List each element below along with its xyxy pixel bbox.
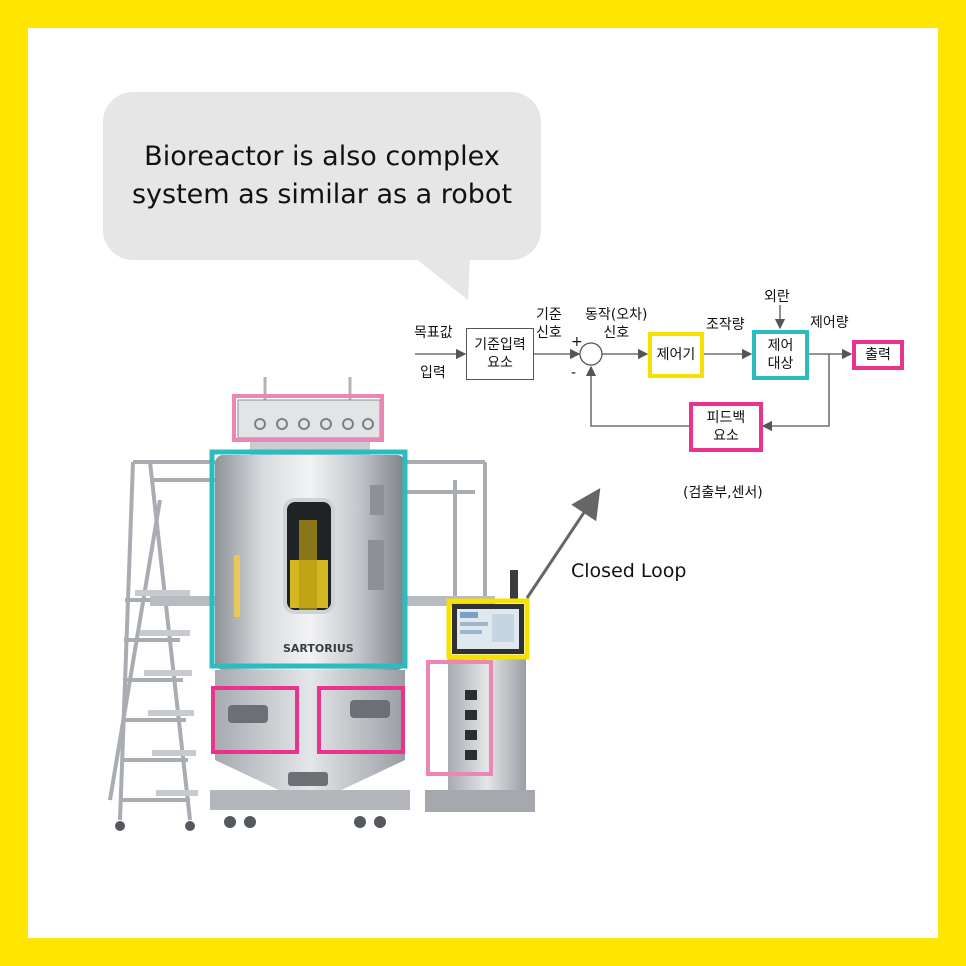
highlight-cabinet-sensors <box>426 660 493 776</box>
highlight-top-manifold <box>232 394 384 442</box>
closed-loop-label: Closed Loop <box>571 560 687 582</box>
target-value-label: 목표값 <box>414 325 453 341</box>
bubble-line-1: Bioreactor is also complex <box>144 141 500 172</box>
input-label: 입력 <box>420 365 446 381</box>
left-stairs-treads <box>135 590 198 796</box>
skid-frame <box>210 790 410 810</box>
closed-loop-pointer <box>525 488 601 599</box>
feedback-path-out <box>585 365 689 427</box>
plant-label: 제어 대상 <box>767 338 794 372</box>
controller-box: 제어기 <box>648 332 704 378</box>
brand-logo: SARTORIUS <box>283 642 354 655</box>
feedback-element-label: 피드백 요소 <box>706 410 746 444</box>
side-ports <box>368 485 384 590</box>
highlight-vessel <box>209 449 408 669</box>
controller-label: 제어기 <box>656 347 696 363</box>
highlight-valve-right <box>317 686 405 754</box>
plus-sign: + <box>571 334 583 350</box>
output-box: 출력 <box>852 340 904 370</box>
feedback-note-label: (검출부,센서) <box>683 485 763 501</box>
control-cabinet-base <box>425 790 535 812</box>
plant-box: 제어 대상 <box>752 330 809 380</box>
status-light-tower <box>510 570 518 600</box>
disturbance-label: 외란 <box>764 289 790 305</box>
bottom-valves <box>228 700 390 786</box>
level-indicator <box>234 555 240 617</box>
minus-sign: - <box>571 365 577 381</box>
casters <box>115 816 386 831</box>
cabinet-connectors <box>465 690 477 760</box>
left-staircase <box>108 460 215 821</box>
controlled-variable-label: 제어량 <box>810 315 849 331</box>
top-manifold <box>237 377 381 456</box>
bubble-line-2: system as similar as a robot <box>131 179 513 210</box>
control-cabinet <box>448 655 526 803</box>
right-platform-rail <box>405 460 490 602</box>
actuating-signal-label: 동작(오차) 신호 <box>585 307 648 341</box>
feedback-element-box: 피드백 요소 <box>689 402 763 452</box>
hmi-screen-content <box>460 612 514 642</box>
ref-input-element-box: 기준입력 요소 <box>466 328 534 380</box>
speech-bubble: Bioreactor is also complex system as sim… <box>103 92 541 260</box>
manipulated-variable-label: 조작량 <box>706 317 745 333</box>
highlight-hmi-controller <box>446 598 530 660</box>
ref-input-element-label: 기준입력 요소 <box>474 337 526 371</box>
highlight-valve-left <box>211 686 299 754</box>
output-label: 출력 <box>865 347 891 363</box>
feedback-path-in <box>761 354 830 432</box>
ref-signal-label: 기준 신호 <box>536 307 562 341</box>
